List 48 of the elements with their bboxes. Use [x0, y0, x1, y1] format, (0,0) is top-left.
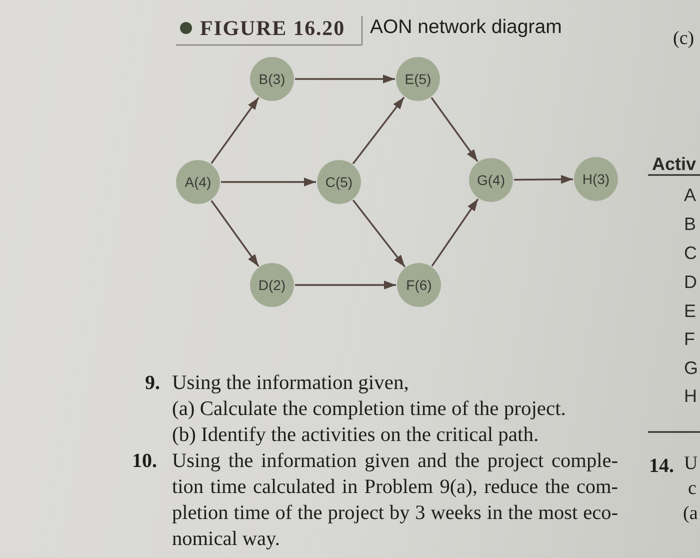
activity-circle: [469, 158, 513, 202]
question-number: 10.: [132, 449, 157, 474]
activity-circle: [317, 160, 361, 204]
activity-circle: [250, 57, 294, 101]
question-text: (b) Identify the activities on the critical path.: [172, 423, 539, 448]
activity-label: B(3): [258, 72, 286, 86]
arrow: [352, 96, 405, 164]
arrow: [210, 200, 260, 267]
table-cell: H: [684, 386, 697, 406]
question-text: Using the information given,: [172, 371, 409, 396]
activity-label: F(6): [406, 278, 432, 292]
table-cell: B: [684, 214, 696, 234]
activity-label: A(4): [184, 175, 212, 189]
arrow: [514, 174, 573, 184]
table-cell: C: [684, 243, 697, 263]
text-fragment: (a: [683, 503, 698, 525]
table-cell: E: [684, 301, 696, 321]
activity-circle: [397, 263, 441, 307]
arrow: [210, 97, 260, 164]
question-text: Using the information given and the project comple- tion time calculated in Problem 9(a), reduce the com- pletion time of the project by 3 weeks in the most eco- nomical way.: [172, 449, 618, 552]
activity-circle: [574, 157, 618, 201]
question-number: 9.: [145, 371, 160, 396]
activity-label: C(5): [325, 175, 353, 189]
table-cell: A: [684, 185, 696, 205]
activity-circle: [250, 263, 294, 307]
text-fragment: U: [684, 453, 698, 475]
activity-circle: [396, 57, 440, 101]
question-number: 14.: [649, 454, 674, 479]
activity-label: G(4): [477, 173, 505, 187]
table-cell: F: [684, 329, 695, 349]
activity-circle: [176, 160, 220, 204]
text-fragment: (c): [673, 28, 694, 50]
arrow: [295, 74, 395, 84]
text-fragment: c: [688, 478, 696, 500]
activity-label: D(2): [258, 278, 286, 292]
figure-number: FIGURE 16.20: [200, 17, 345, 39]
arrow: [352, 200, 406, 268]
table-heading: Activ: [652, 154, 696, 174]
arrow: [431, 198, 479, 267]
table-cell: D: [684, 272, 697, 292]
activity-label: E(5): [404, 72, 432, 86]
figure-title: AON network diagram: [370, 16, 562, 38]
activity-label: H(3): [582, 172, 610, 186]
question-text: (a) Calculate the completion time of the project.: [172, 397, 566, 422]
table-cell: G: [684, 358, 698, 378]
arrow: [295, 280, 396, 290]
arrow: [221, 178, 316, 186]
arrow: [430, 97, 478, 162]
